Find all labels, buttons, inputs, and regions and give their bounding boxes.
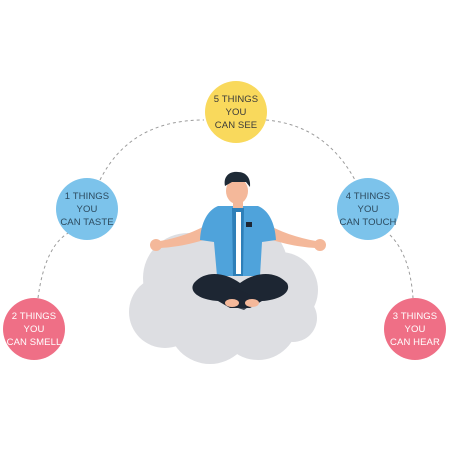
node-hear-label: 3 THINGS YOU CAN HEAR xyxy=(390,310,440,348)
node-hear: 3 THINGS YOU CAN HEAR xyxy=(384,298,446,360)
node-see: 5 THINGS YOU CAN SEE xyxy=(205,81,267,143)
node-touch-label: 4 THINGS YOU CAN TOUCH xyxy=(339,190,397,228)
connector-touch-hear xyxy=(389,234,414,299)
meditating-man-icon xyxy=(150,171,326,310)
node-see-label: 5 THINGS YOU CAN SEE xyxy=(213,93,259,131)
node-smell: 2 THINGS YOU CAN SMELL xyxy=(3,298,65,360)
node-taste: 1 THINGS YOU CAN TASTE xyxy=(56,178,118,240)
node-touch: 4 THINGS YOU CAN TOUCH xyxy=(337,178,399,240)
node-taste-label: 1 THINGS YOU CAN TASTE xyxy=(60,190,114,228)
connector-see-touch xyxy=(265,119,356,181)
connector-taste-see xyxy=(99,119,205,181)
connector-smell-taste xyxy=(37,231,71,299)
node-smell-label: 2 THINGS YOU CAN SMELL xyxy=(6,310,62,348)
connectors xyxy=(37,119,414,299)
